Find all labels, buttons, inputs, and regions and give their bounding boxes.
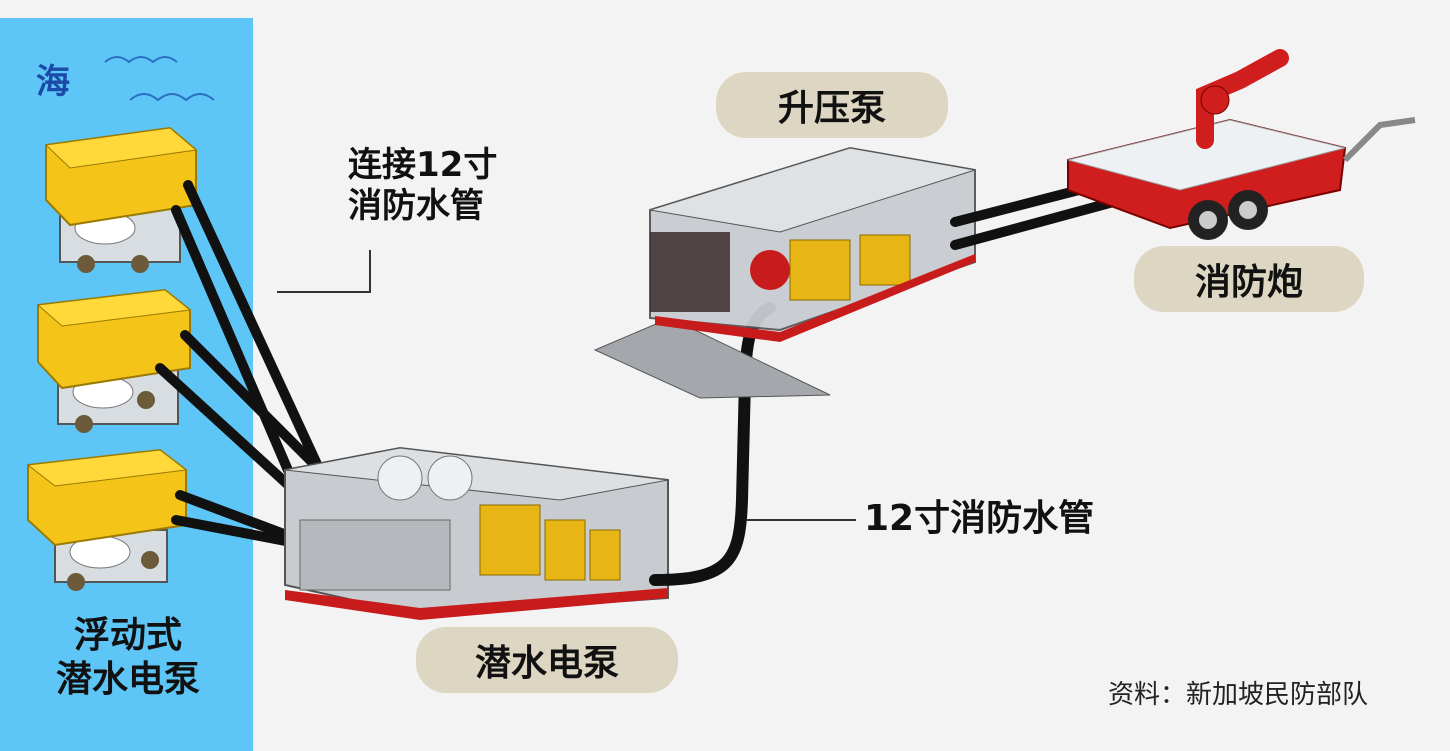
hose-label: 12寸消防水管 [864,498,1095,539]
floating-pump-label: 浮动式 潜水电泵 [55,615,200,700]
wave-icon [104,56,178,64]
fire-cannon-trailer [1067,49,1416,240]
submersible-pump-unit [284,446,669,620]
floating-pump-2 [36,288,192,433]
source-credit: 资料：新加坡民防部队 [1108,680,1369,710]
booster-pump-label: 升压泵 [716,72,948,138]
connect-hose-label: 连接12寸 消防水管 [348,145,498,227]
floating-pump-3 [26,448,188,591]
connect-callout-line [277,250,371,293]
booster-pump-unit [593,146,976,399]
fire-cannon-label: 消防炮 [1134,246,1364,312]
sea-label: 海 [36,62,70,102]
wave-icon-2 [129,93,215,102]
sea-surface-wave [0,0,264,18]
floating-pump-1 [44,126,198,273]
submersible-pump-label: 潜水电泵 [416,627,678,693]
